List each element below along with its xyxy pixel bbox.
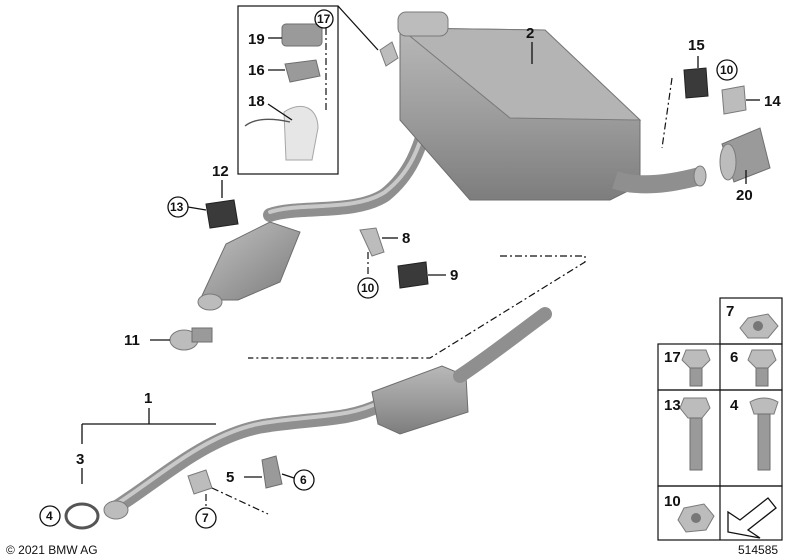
- hanger-5-6: 5 6 7: [187, 455, 315, 529]
- part-number-3: 3: [76, 451, 84, 468]
- center-muffler-and-pipe: [103, 307, 552, 520]
- fastener-number-7: 7: [726, 303, 734, 320]
- part-number-16: 16: [248, 62, 265, 79]
- fastener-cell-4: 4: [730, 397, 779, 471]
- part-number-1: 1: [144, 390, 152, 407]
- circled-13: 13: [167, 196, 207, 218]
- part-number-14: 14: [764, 93, 781, 110]
- part-number-19: 19: [248, 31, 265, 48]
- fastener-cell-13: 13: [664, 397, 711, 471]
- front-pipe-with-catalyst: [197, 221, 301, 311]
- arrow-icon: [727, 497, 777, 539]
- hanger-18: 18: [244, 93, 319, 161]
- label-2: 2: [526, 25, 534, 64]
- fastener-table: 7 17 6 13 4 10: [657, 297, 783, 541]
- clamp-4: 4: [39, 502, 100, 530]
- part-number-15: 15: [688, 37, 705, 54]
- fastener-number-10: 10: [664, 493, 681, 510]
- circled-10-mid: 10: [357, 252, 379, 299]
- bracket-19: 19: [248, 23, 323, 48]
- fastener-cell-7: 7: [726, 303, 779, 339]
- part-number-5: 5: [226, 469, 234, 486]
- circled-10-right: 10: [716, 59, 738, 81]
- copyright-text: © 2021 BMW AG: [6, 543, 98, 557]
- fastener-cell-10: 10: [664, 493, 715, 533]
- part-number-11: 11: [124, 332, 140, 349]
- part-number-10-circled-right: 10: [720, 63, 734, 77]
- label-1: 1: [81, 390, 216, 444]
- diagram-number: 514585: [738, 543, 778, 557]
- bracket-8: 8: [359, 227, 410, 257]
- plate-16: 16: [248, 59, 321, 83]
- part-number-8: 8: [402, 230, 410, 247]
- label-3: 3: [76, 451, 84, 484]
- part-number-17-circled: 17: [317, 12, 331, 26]
- rear-muffler: [263, 11, 707, 222]
- circled-17-inset: 17: [314, 9, 334, 110]
- part-number-20: 20: [736, 187, 753, 204]
- part-number-6-circled: 6: [300, 473, 307, 487]
- mount-12: 12: [205, 163, 239, 229]
- part-number-13-circled: 13: [170, 200, 184, 214]
- fastener-cell-17: 17: [664, 349, 711, 387]
- part-number-10-circled-mid: 10: [361, 281, 375, 295]
- part-number-9: 9: [450, 267, 458, 284]
- part-number-12: 12: [212, 163, 229, 180]
- mount-9: 9: [397, 261, 458, 289]
- fastener-number-13: 13: [664, 397, 681, 414]
- part-number-18: 18: [248, 93, 265, 110]
- tailpipe-tip-20: 20: [719, 127, 771, 204]
- part-number-2: 2: [526, 25, 534, 42]
- fastener-number-17: 17: [664, 349, 681, 366]
- detail-inset-frame: [237, 5, 339, 175]
- clamp-11: 11: [124, 327, 213, 351]
- mount-15: 15: [683, 37, 709, 99]
- part-number-7-circled: 7: [202, 511, 209, 525]
- fastener-cell-6: 6: [730, 349, 777, 387]
- fastener-number-4: 4: [730, 397, 739, 414]
- bracket-14: 14: [721, 85, 781, 115]
- fastener-number-6: 6: [730, 349, 738, 366]
- part-number-4-circled: 4: [46, 509, 53, 523]
